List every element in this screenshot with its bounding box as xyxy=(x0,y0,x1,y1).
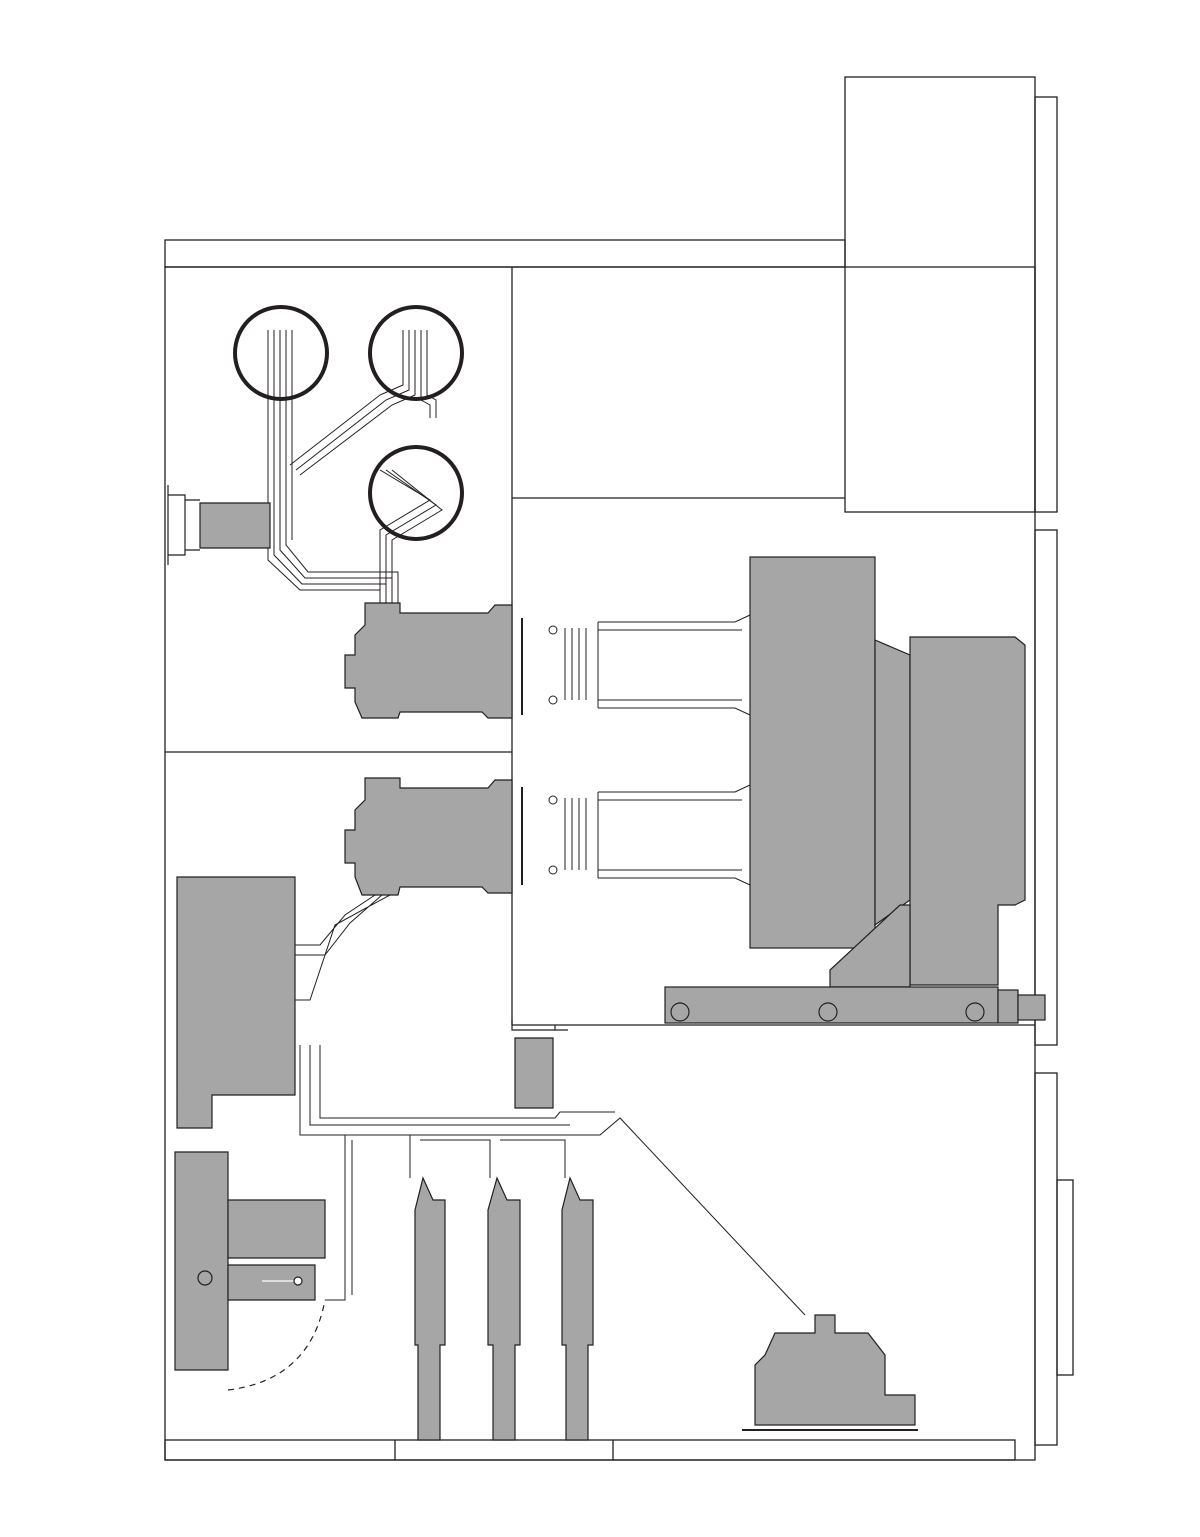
truck-wheel-2 xyxy=(818,1002,838,1022)
upper-bushing-bracket xyxy=(167,485,200,565)
top-roof-strip xyxy=(164,239,846,268)
current-transformer xyxy=(176,876,296,1129)
cable-connection-bars xyxy=(295,894,806,1316)
busbar-circle-2 xyxy=(368,305,464,401)
door-panel-top xyxy=(1034,96,1058,513)
busbar-circle-1 xyxy=(233,305,329,401)
lower-bushing-insulator xyxy=(227,1199,326,1259)
base-plinth xyxy=(164,1439,1016,1461)
cable-3 xyxy=(561,1176,594,1441)
truck-wheel-1 xyxy=(670,1002,690,1022)
cable-2 xyxy=(487,1176,521,1441)
top-right-low-voltage-box xyxy=(844,76,1036,513)
contact-arms xyxy=(548,614,751,886)
earthing-switch-plate xyxy=(174,1151,229,1371)
door-panel-middle xyxy=(1034,529,1058,1046)
lower-spout xyxy=(344,777,513,896)
breaker-truck-base xyxy=(664,986,999,1024)
middle-insulator xyxy=(514,1037,554,1109)
breaker-operating-mechanism xyxy=(909,636,1026,986)
door-panel-bottom xyxy=(1034,1072,1058,1446)
door-handle xyxy=(1056,1179,1074,1376)
gray-components xyxy=(167,485,1046,1441)
earthing-switch-swing-arc xyxy=(227,1299,326,1391)
upper-bushing-insulator xyxy=(199,502,271,549)
breaker-neck xyxy=(874,639,911,927)
cable-1 xyxy=(414,1176,446,1441)
earthing-switch-pivot xyxy=(197,1270,213,1286)
truck-lock xyxy=(997,989,1019,1024)
truck-lock-pin xyxy=(1017,994,1046,1021)
truck-wheel-3 xyxy=(965,1002,985,1022)
voltage-transformer xyxy=(754,1314,916,1426)
upper-spout xyxy=(344,602,513,719)
earthing-switch-arm xyxy=(227,1264,316,1301)
main-busbars xyxy=(233,305,464,603)
circuit-breaker-body xyxy=(749,556,876,949)
busbar-circle-3 xyxy=(368,445,464,541)
